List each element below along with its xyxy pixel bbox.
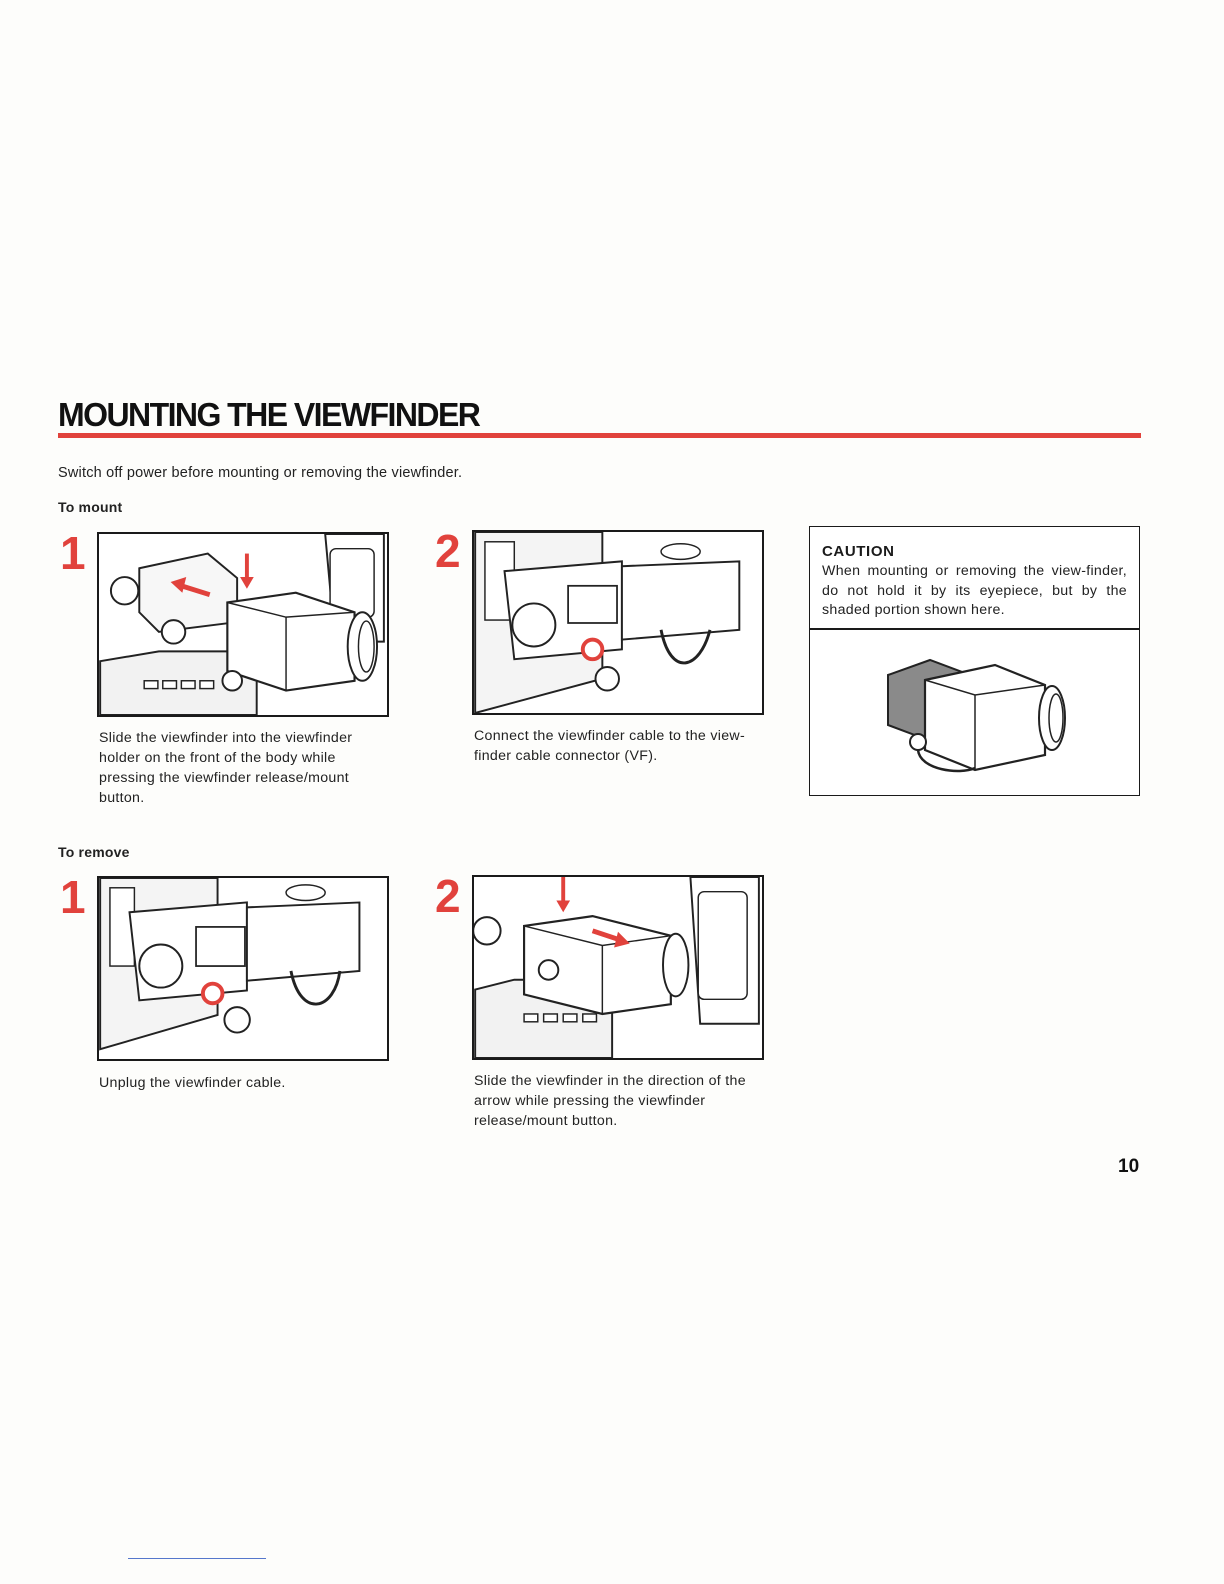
cable-connect-illustration (472, 530, 764, 715)
page-title: MOUNTING THE VIEWFINDER (58, 396, 481, 433)
remove-step-2-caption: Slide the viewfinder in the direction of… (474, 1073, 746, 1129)
mount-step-2-number: 2 (435, 525, 461, 577)
mount-step-1-number: 1 (60, 527, 86, 579)
remove-heading: To remove (58, 844, 130, 860)
caution-body: When mounting or removing the view-finde… (822, 563, 1127, 618)
remove-step-2-number: 2 (435, 870, 461, 922)
remove-step-1-number: 1 (60, 871, 86, 923)
page-number: 10 (1118, 1156, 1140, 1177)
footer-line (128, 1558, 266, 1559)
caution-text-panel: CAUTION When mounting or removing the vi… (810, 527, 1139, 630)
caution-heading: CAUTION (822, 543, 895, 560)
mount-heading: To mount (58, 499, 123, 515)
viewfinder-slide-in-illustration (97, 532, 389, 717)
viewfinder-slide-out-illustration (472, 875, 764, 1060)
viewfinder-shaded-illustration (810, 630, 1139, 794)
title-rule (58, 433, 1141, 438)
intro-text: Switch off power before mounting or remo… (58, 465, 463, 481)
remove-step-1-caption: Unplug the viewfinder cable. (99, 1075, 286, 1091)
caution-box: CAUTION When mounting or removing the vi… (809, 526, 1140, 796)
mount-step-2-caption: Connect the viewfinder cable to the view… (474, 728, 745, 764)
cable-unplug-illustration (97, 876, 389, 1061)
mount-step-1-caption: Slide the viewfinder into the viewfinder… (99, 730, 353, 806)
